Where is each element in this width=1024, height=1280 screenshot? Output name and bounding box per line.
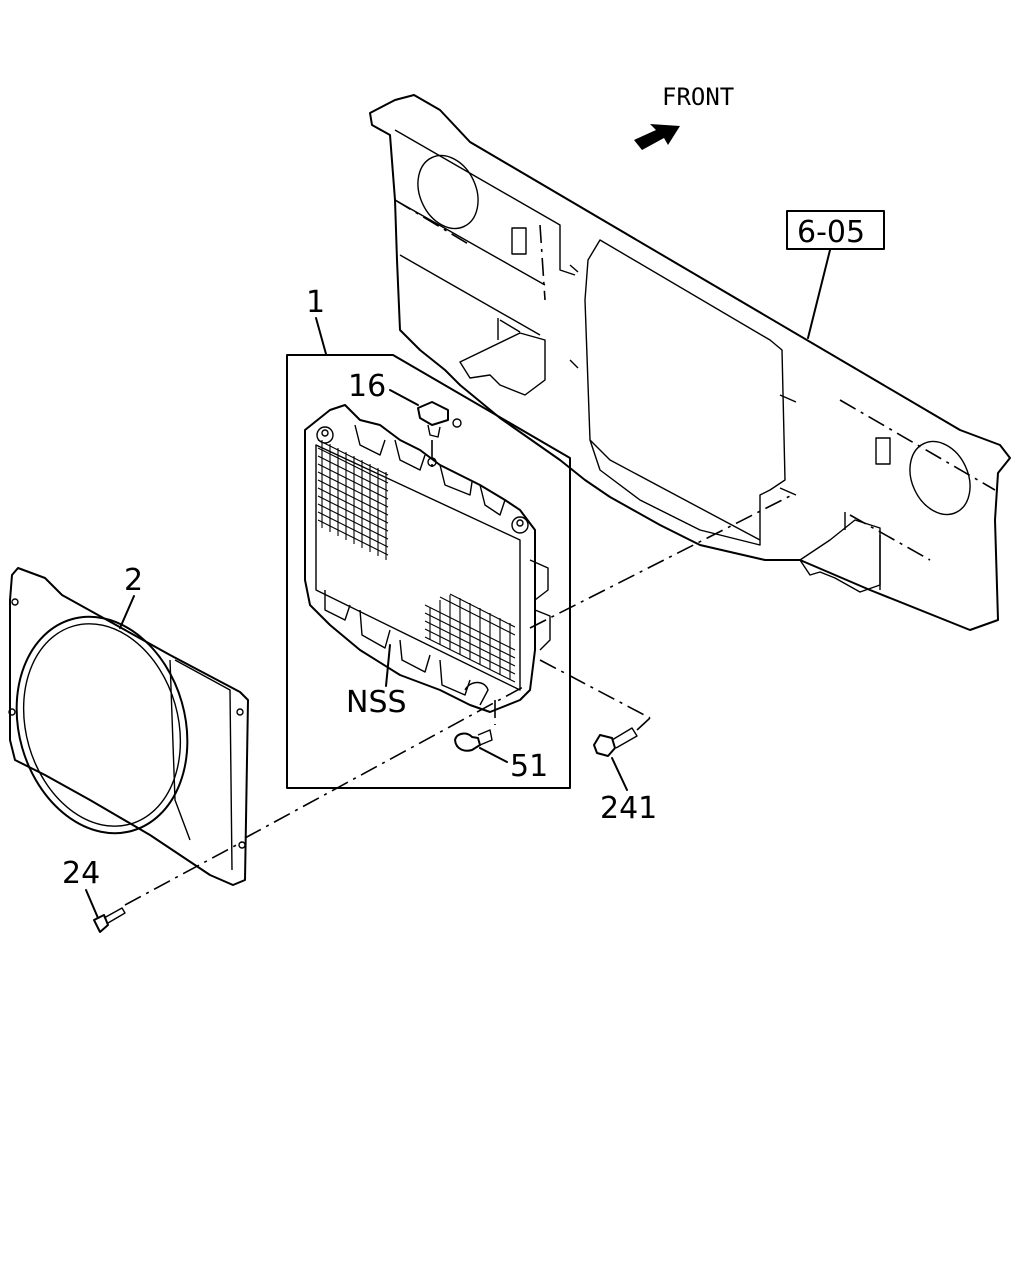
fan-shroud: 2: [8, 563, 249, 886]
alignment-line-shroud: [244, 685, 526, 839]
radiator-cap: 16: [348, 369, 462, 470]
radiator-core-grid-top: [317, 439, 389, 560]
callout-1: 1: [306, 285, 325, 320]
radiator-assembly-outline: 1: [286, 285, 571, 789]
reference-box: 6-05: [786, 210, 885, 339]
callout-51: 51: [510, 749, 548, 784]
front-arrow-icon: [634, 124, 680, 150]
drain-plug: 51: [454, 729, 548, 784]
radiator-core-grid-bottom: [424, 593, 516, 683]
callout-241: 241: [600, 791, 657, 826]
callout-2: 2: [124, 563, 143, 598]
alignment-line-panel: [529, 494, 793, 629]
front-label: FRONT: [662, 83, 734, 111]
callout-16: 16: [348, 369, 386, 404]
screw: 24: [62, 841, 243, 933]
body-panel: [369, 94, 1011, 631]
callout-nss: NSS: [346, 685, 407, 720]
callout-24: 24: [62, 856, 100, 891]
alignment-line-bolt: [539, 659, 651, 719]
bolt: 241: [593, 717, 657, 826]
radiator: NSS: [304, 404, 551, 720]
reference-box-label: 6-05: [797, 215, 865, 250]
